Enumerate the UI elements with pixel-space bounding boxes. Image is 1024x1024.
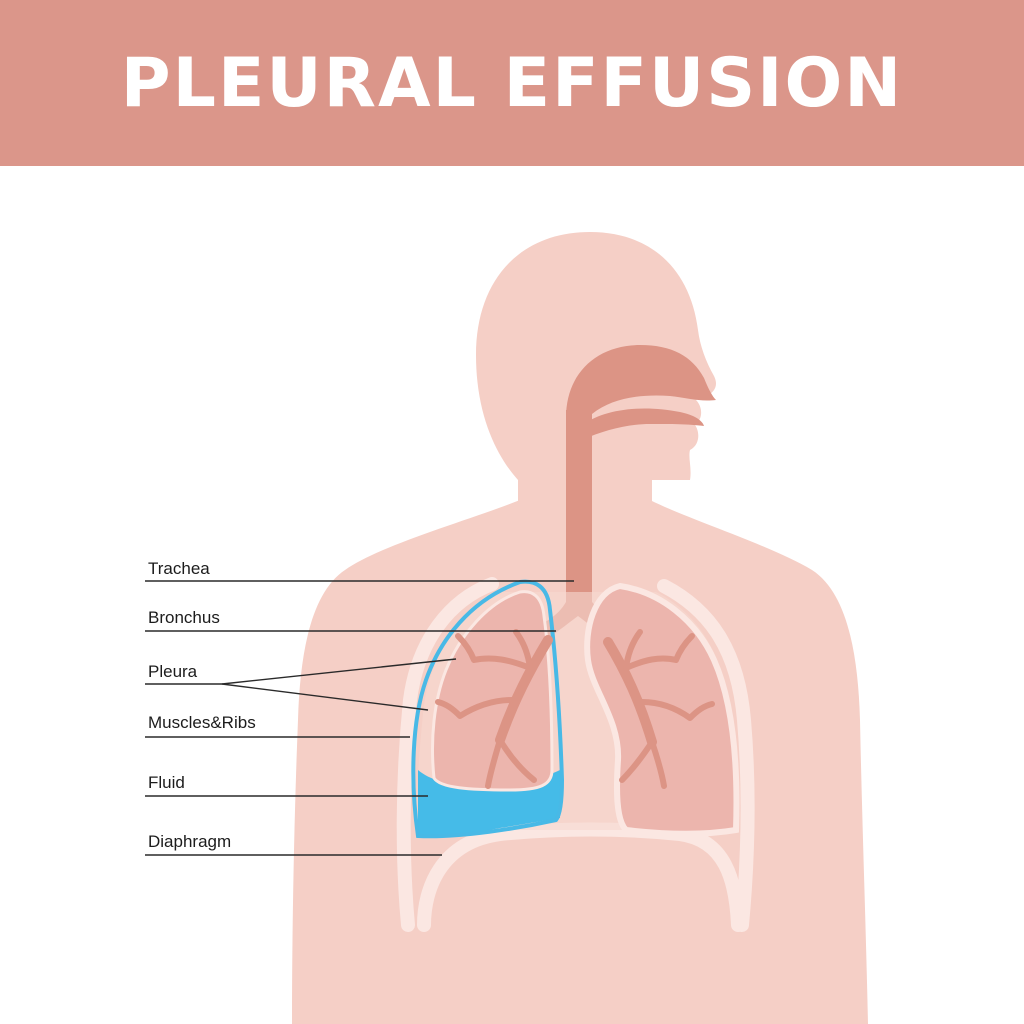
title-banner: PLEURAL EFFUSION bbox=[0, 0, 1024, 166]
label-muscles-ribs: Muscles&Ribs bbox=[148, 713, 256, 732]
right-main-bronchus bbox=[603, 637, 657, 747]
right-ribs-outline bbox=[657, 579, 755, 932]
label-trachea: Trachea bbox=[148, 559, 210, 578]
label-pleura: Pleura bbox=[148, 662, 198, 681]
label-diaphragm: Diaphragm bbox=[148, 832, 231, 851]
leader-pleura-upper bbox=[221, 658, 457, 685]
bronchial-tree bbox=[435, 629, 715, 789]
label-bronchus: Bronchus bbox=[148, 608, 220, 627]
nasal-passage bbox=[566, 345, 716, 418]
right-lung bbox=[584, 582, 740, 837]
left-main-bronchus bbox=[495, 635, 553, 745]
airway bbox=[524, 345, 716, 646]
left-branches bbox=[435, 629, 537, 789]
trachea bbox=[524, 410, 640, 646]
page-title: PLEURAL EFFUSION bbox=[120, 43, 904, 123]
right-lung-group bbox=[584, 582, 740, 837]
right-branches bbox=[619, 629, 715, 789]
oral-passage bbox=[582, 408, 704, 440]
leader-pleura-lower bbox=[221, 683, 429, 711]
label-fluid: Fluid bbox=[148, 773, 185, 792]
annotations: Trachea Bronchus Pleura Muscles&Ribs Flu… bbox=[145, 559, 574, 856]
pleura bbox=[411, 579, 565, 839]
